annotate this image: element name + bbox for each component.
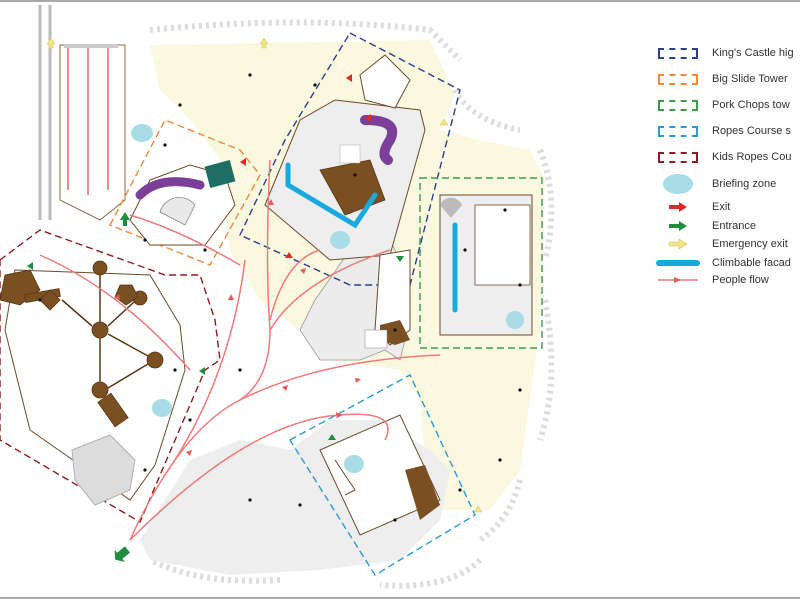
briefing-ellipse-icon <box>663 174 693 194</box>
left-wall <box>38 5 52 220</box>
legend-label: People flow <box>712 274 769 286</box>
climbable-facade-castle <box>285 162 378 229</box>
zone-pork-chops-tower <box>419 177 543 349</box>
legend-item-kings-castle: King's Castle hig <box>656 43 794 63</box>
red-arrow-icon <box>669 202 687 212</box>
flow-arrow-icon <box>658 277 698 283</box>
zone-kings-castle <box>239 32 461 286</box>
legend-label: Big Slide Tower <box>712 73 788 85</box>
exit-arrows <box>240 74 371 258</box>
people-flow <box>39 159 441 541</box>
blue-bar-icon <box>656 260 700 266</box>
dashed-box-icon <box>658 125 698 137</box>
stair-building <box>364 249 411 349</box>
lane-structure <box>59 44 126 221</box>
legend-label: Kids Ropes Cou <box>712 151 792 163</box>
zone-kids-ropes-course <box>0 229 221 524</box>
legend-label: Climbable facad <box>712 257 791 269</box>
emergency-exit-arrows <box>46 37 483 513</box>
zone-ropes-course <box>289 374 476 576</box>
legend: King's Castle hig Big Slide Tower Pork C… <box>656 40 800 290</box>
people-flow-arrowheads <box>114 199 361 456</box>
legend-item-exit: Exit <box>656 197 730 217</box>
legend-item-kids-ropes-course: Kids Ropes Cou <box>656 147 792 167</box>
post-markers <box>38 73 522 522</box>
legend-item-people-flow: People flow <box>656 270 769 290</box>
legend-label: Ropes Course s <box>712 125 791 137</box>
legend-label: Briefing zone <box>712 178 777 190</box>
dashed-box-icon <box>658 99 698 111</box>
legend-item-climbable-facade: Climbable facad <box>656 253 791 273</box>
yellow-arrow-icon <box>668 238 688 250</box>
legend-label: Exit <box>712 201 731 213</box>
legend-label: Emergency exit <box>712 238 788 250</box>
green-arrow-icon <box>669 221 687 231</box>
legend-label: King's Castle hig <box>712 47 794 59</box>
legend-item-emergency-exit: Emergency exit <box>656 234 788 254</box>
entrance-arrows <box>27 212 404 562</box>
legend-label: Entrance <box>712 220 757 232</box>
briefing-zones <box>131 124 524 473</box>
dashed-box-icon <box>658 151 698 163</box>
legend-item-entrance: Entrance <box>656 216 756 236</box>
dashed-box-icon <box>658 47 698 59</box>
legend-item-pork-chops-tower: Pork Chops tow <box>656 95 790 115</box>
legend-item-briefing-zone: Briefing zone <box>656 174 776 194</box>
legend-label: Pork Chops tow <box>712 99 790 111</box>
zone-big-slide-tower <box>109 119 261 266</box>
legend-item-big-slide-tower: Big Slide Tower <box>656 69 788 89</box>
dashed-box-icon <box>658 73 698 85</box>
legend-item-ropes-course: Ropes Course s <box>656 121 791 141</box>
